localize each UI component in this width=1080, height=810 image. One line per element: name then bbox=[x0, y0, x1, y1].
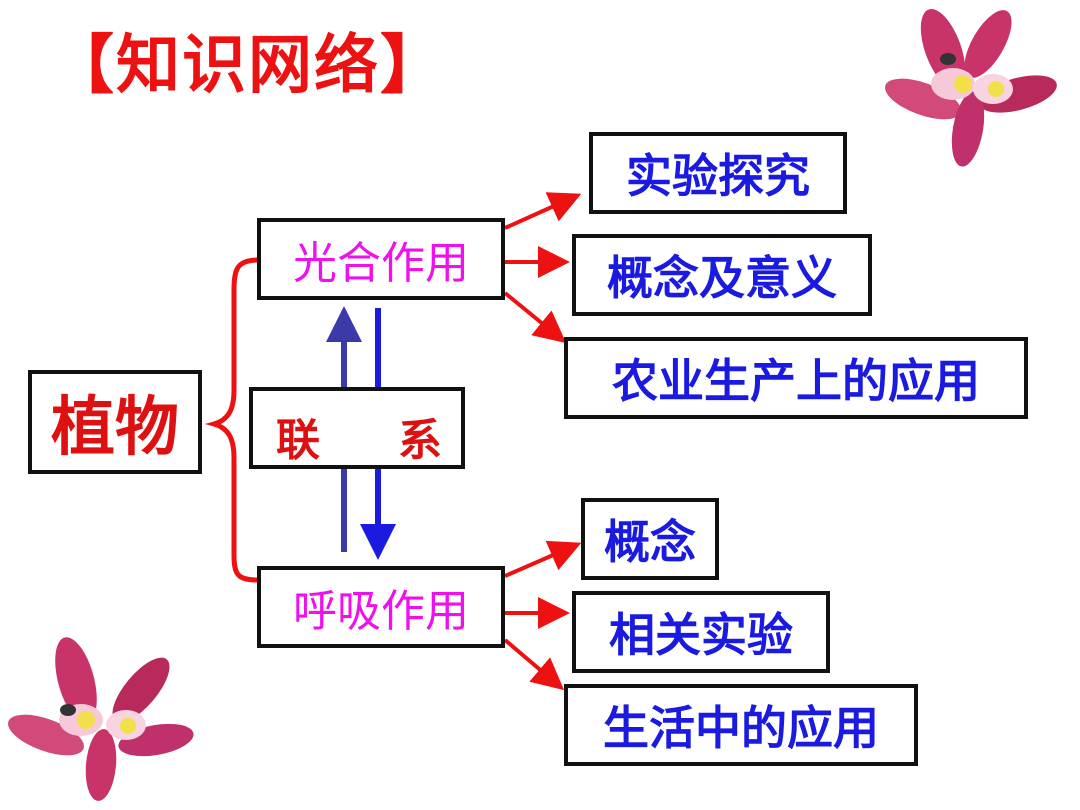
daily-application-label: 生活中的应用 bbox=[603, 701, 879, 755]
root-label: 植物 bbox=[51, 391, 179, 465]
concept-node: 概念 bbox=[581, 498, 719, 580]
experiment-label: 实验探究 bbox=[626, 149, 810, 203]
link-label-2: 系 bbox=[398, 415, 442, 466]
daily-application-node: 生活中的应用 bbox=[564, 684, 918, 766]
agriculture-node: 农业生产上的应用 bbox=[564, 337, 1028, 419]
root-node: 植物 bbox=[28, 370, 202, 474]
brace bbox=[204, 257, 259, 583]
link-node bbox=[249, 387, 465, 469]
photosynthesis-label: 光合作用 bbox=[293, 238, 469, 289]
flower-decoration-top-right bbox=[885, 9, 1057, 167]
flower-decoration-bottom-left bbox=[8, 637, 194, 801]
concept-meaning-node: 概念及意义 bbox=[572, 234, 872, 316]
page-title: 【知识网络】 bbox=[50, 29, 446, 103]
link-label-1: 联 bbox=[276, 415, 320, 466]
arrow-to-concept bbox=[504, 540, 582, 578]
experiment-node: 实验探究 bbox=[589, 132, 847, 214]
arrow-to-daily-application bbox=[503, 638, 565, 691]
related-experiment-node: 相关实验 bbox=[572, 591, 830, 673]
photosynthesis-node: 光合作用 bbox=[257, 218, 505, 300]
arrow-to-experiment bbox=[504, 192, 582, 230]
agriculture-label: 农业生产上的应用 bbox=[612, 354, 980, 408]
concept-meaning-label: 概念及意义 bbox=[607, 251, 837, 305]
related-experiment-label: 相关实验 bbox=[609, 608, 793, 662]
arrow-to-agriculture bbox=[503, 291, 567, 344]
respiration-label: 呼吸作用 bbox=[293, 586, 469, 637]
concept-label: 概念 bbox=[604, 515, 696, 569]
respiration-node: 呼吸作用 bbox=[257, 566, 505, 648]
